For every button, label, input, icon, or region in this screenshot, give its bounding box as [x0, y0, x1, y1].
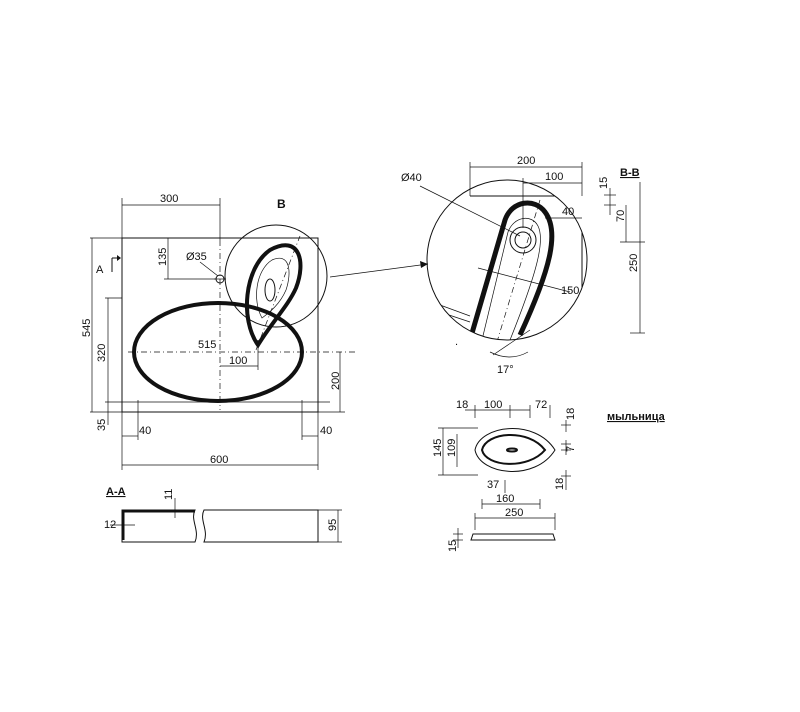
dim-35: 35: [96, 419, 108, 431]
section-a-a: A-A 11 12 95: [104, 486, 342, 543]
dim-sd-250: 250: [505, 507, 523, 519]
dim-sd-18-left: 18: [456, 399, 468, 411]
dim-95: 95: [327, 519, 339, 531]
dim-bb-angle: 17°: [497, 364, 514, 376]
soap-dish-title: мыльница: [607, 411, 666, 423]
detail-view-circle: [426, 179, 588, 341]
soap-dish-plan: [474, 428, 556, 472]
dim-11: 11: [163, 489, 175, 500]
dim-600: 600: [210, 454, 228, 466]
dim-sd-18-bottom: 18: [554, 478, 566, 490]
detail-b-view: 200 100 Ø40 40 150 17° .: [401, 155, 588, 376]
dim-200: 200: [330, 372, 342, 390]
soap-dish-views: мыльница 18 100 72 18 7 18 145 109 37: [432, 399, 666, 552]
dim-bb-250: 250: [628, 254, 640, 272]
dim-sd-15: 15: [447, 540, 459, 552]
dim-545: 545: [81, 319, 93, 337]
dim-sd-7: 7: [565, 446, 577, 452]
main-plan-view: A B 300 545 320 35 135 Ø35 515 100 200: [81, 193, 429, 470]
dim-sd-109: 109: [446, 439, 458, 457]
dim-sd-72: 72: [535, 399, 547, 411]
dim-12: 12: [104, 519, 116, 531]
dim-bb-100: 100: [545, 171, 563, 183]
section-b-b-title: B-B: [620, 167, 640, 179]
dim-bb-diameter: Ø40: [401, 172, 422, 184]
dim-40-left: 40: [139, 425, 151, 437]
dim-bb-200: 200: [517, 155, 535, 167]
detail-b-callout-circle: [224, 224, 328, 328]
dim-bb-15: 15: [598, 177, 610, 189]
dim-sd-18-top: 18: [565, 408, 577, 420]
soap-dish-profile: [470, 533, 556, 541]
detail-drain-hole: [509, 226, 537, 254]
dim-bb-150: 150: [561, 285, 579, 297]
dim-bb-40: 40: [562, 206, 574, 218]
dim-135: 135: [157, 248, 169, 266]
dim-sd-160: 160: [496, 493, 514, 505]
dim-sd-145: 145: [432, 439, 444, 457]
section-a-a-title: A-A: [106, 486, 126, 498]
dim-515: 515: [198, 339, 216, 351]
dim-100: 100: [229, 355, 247, 367]
dim-bb-70: 70: [615, 210, 627, 222]
section-marker-a: A: [96, 264, 104, 276]
dim-sd-37: 37: [487, 479, 499, 491]
section-b-b: B-B 15 70 250: [598, 167, 645, 334]
detail-b-label: B: [277, 197, 286, 211]
dim-40-right: 40: [320, 425, 332, 437]
detail-dot: .: [455, 336, 458, 348]
dim-320: 320: [96, 344, 108, 362]
dim-sd-100: 100: [484, 399, 502, 411]
dim-300: 300: [160, 193, 178, 205]
dim-hole-diameter: Ø35: [186, 251, 207, 263]
